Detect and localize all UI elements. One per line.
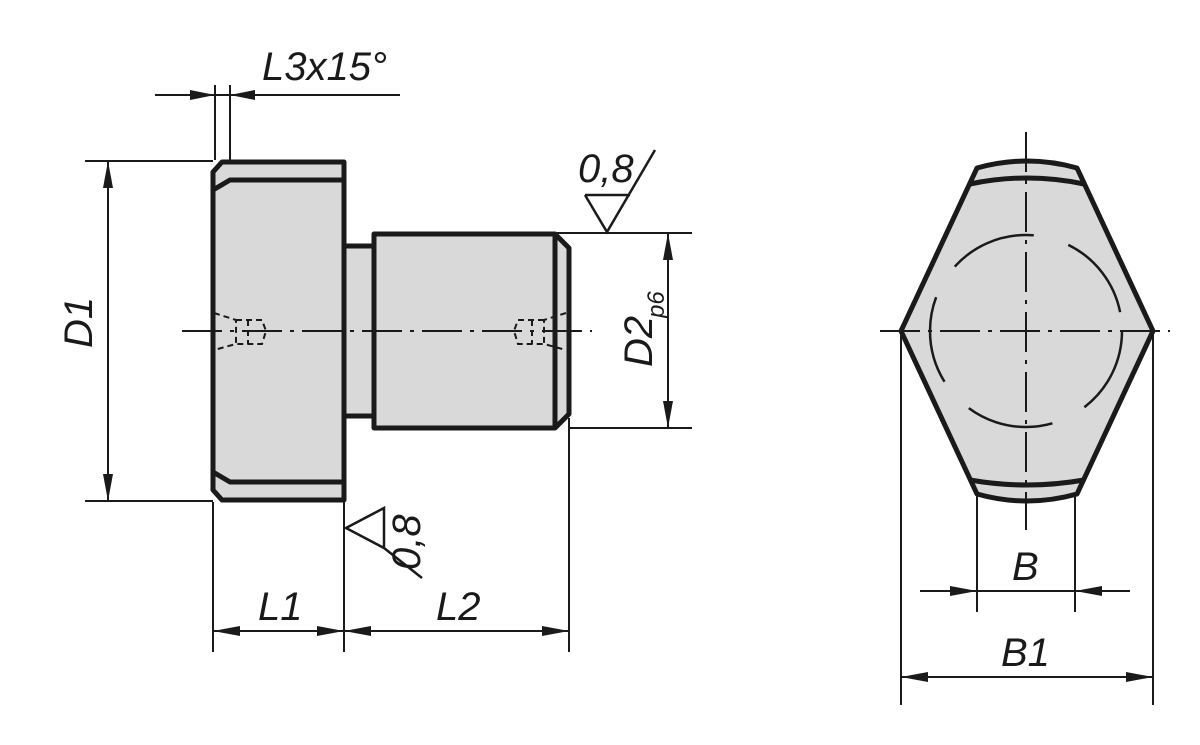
head-chamfer-top [211, 177, 344, 193]
surface-finish-top: 0,8 [578, 147, 657, 235]
chamfer-label: L3x15° [262, 45, 387, 89]
surface-finish-bottom: 0,8 [343, 505, 429, 579]
d2-dimension: D2 p6 [555, 232, 692, 429]
bottom-flat-line [969, 477, 1085, 488]
side-view [182, 159, 592, 503]
surface-top-label: 0,8 [578, 147, 634, 191]
center-hole-right [512, 312, 567, 351]
surface-bottom-label: 0,8 [385, 514, 429, 570]
b-label: B [1012, 545, 1039, 589]
length-dimensions: L1 L2 [212, 418, 570, 652]
center-hole-left [213, 312, 268, 351]
neck [341, 243, 377, 419]
l2-label: L2 [436, 585, 481, 629]
d2-tolerance: p6 [643, 291, 670, 319]
top-flat-line [969, 175, 1085, 187]
d2-label: D2 [617, 316, 661, 367]
d1-dimension: D1 [57, 160, 213, 502]
head-chamfer-bottom [211, 469, 344, 485]
l1-label: L1 [258, 585, 303, 629]
d1-label: D1 [57, 297, 101, 348]
front-view [880, 132, 1170, 530]
width-dimensions: B B1 [900, 331, 1154, 705]
b1-label: B1 [1001, 631, 1050, 675]
chamfer-dimension: L3x15° [155, 45, 400, 160]
